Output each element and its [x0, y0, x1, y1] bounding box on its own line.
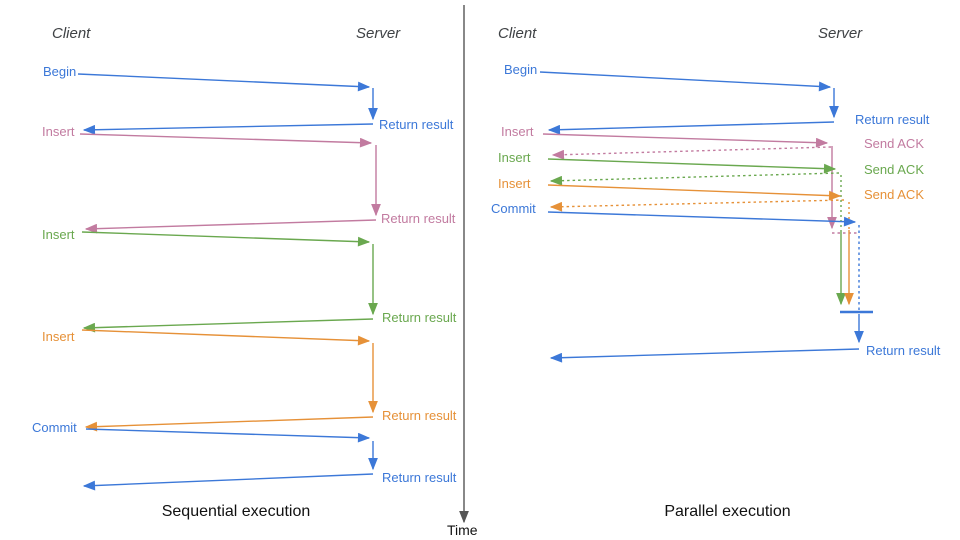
- seq-insert2-flow: [81, 231, 378, 333]
- seq-begin-flow: [77, 73, 378, 135]
- seq-begin-return-label: Return result: [379, 117, 454, 132]
- par-insert3-label: Insert: [498, 176, 531, 191]
- par-insert1-flow: [542, 133, 857, 234]
- seq-insert1-label: Insert: [42, 124, 75, 139]
- seq-client-header: Client: [52, 25, 91, 42]
- par-commit-flow: [547, 211, 873, 363]
- seq-commit-flow: [82, 428, 378, 491]
- seq-commit-label: Commit: [32, 420, 77, 435]
- time-axis-label: Time: [447, 522, 478, 538]
- par-insert2-flow: [547, 158, 846, 306]
- par-client-header: Client: [498, 25, 537, 42]
- seq-insert1-return-label: Return result: [381, 211, 456, 226]
- seq-server-header: Server: [356, 25, 401, 42]
- seq-insert3-label: Insert: [42, 329, 75, 344]
- seq-insert2-return-label: Return result: [382, 310, 457, 325]
- seq-insert3-return-label: Return result: [382, 408, 457, 423]
- par-begin-return-label: Return result: [855, 112, 930, 127]
- par-final-return-label: Return result: [866, 343, 941, 358]
- par-insert2-ack-label: Send ACK: [864, 162, 924, 177]
- seq-begin-label: Begin: [43, 64, 77, 79]
- par-insert1-ack-label: Send ACK: [864, 136, 924, 151]
- seq-insert1-flow: [79, 133, 381, 234]
- par-server-header: Server: [818, 25, 863, 42]
- par-insert3-flow: [547, 184, 854, 306]
- seq-insert3-flow: [81, 329, 378, 432]
- par-insert2-label: Insert: [498, 150, 531, 165]
- seq-insert2-label: Insert: [42, 227, 75, 242]
- par-begin-label: Begin: [504, 62, 538, 77]
- par-insert3-ack-label: Send ACK: [864, 187, 924, 202]
- par-begin-flow: [539, 71, 839, 135]
- par-title: Parallel execution: [664, 503, 791, 520]
- seq-commit-return-label: Return result: [382, 470, 457, 485]
- seq-title: Sequential execution: [161, 503, 311, 520]
- par-insert1-label: Insert: [501, 124, 534, 139]
- par-commit-label: Commit: [491, 201, 536, 216]
